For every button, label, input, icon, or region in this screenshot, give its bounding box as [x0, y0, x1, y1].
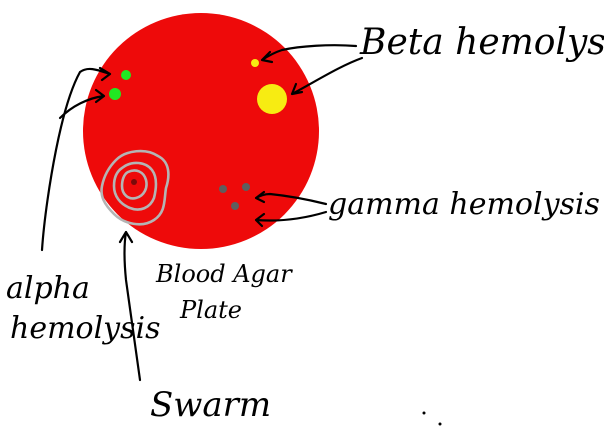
- alpha-colony: [109, 88, 121, 100]
- blood-agar-plate: [83, 13, 319, 249]
- gamma-colony: [219, 185, 227, 193]
- swarm-center: [131, 179, 137, 185]
- gamma-hemolysis-label: gamma hemolysis: [328, 187, 600, 222]
- gamma-colony: [231, 202, 239, 210]
- beta-colony: [257, 84, 287, 114]
- swarm-label: Swarm: [150, 385, 271, 425]
- beta-colony: [251, 59, 259, 67]
- beta-hemolysis-label: Beta hemolysis: [359, 22, 604, 63]
- alpha-hemolysis-label-line1: alpha: [6, 271, 90, 306]
- swarm-pointer: [120, 232, 140, 380]
- plate-label-line2: Plate: [179, 296, 242, 324]
- plate-label-line1: Blood Agar: [155, 260, 293, 288]
- stray-ink-mark: [423, 412, 426, 415]
- gamma-colony: [242, 183, 250, 191]
- alpha-colony: [121, 70, 131, 80]
- stray-ink-mark: [439, 423, 442, 426]
- alpha-hemolysis-label-line2: hemolysis: [10, 311, 161, 346]
